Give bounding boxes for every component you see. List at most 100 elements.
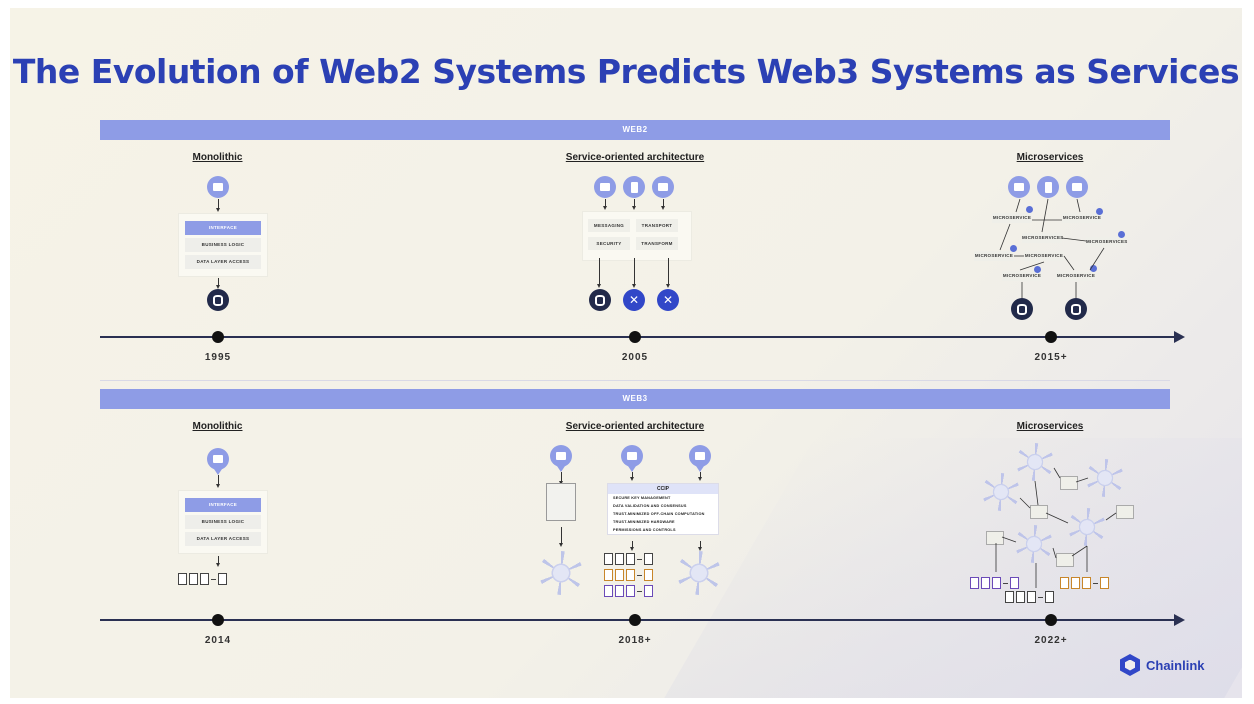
blockchain-blocks — [1060, 577, 1109, 589]
block — [1071, 577, 1080, 589]
block — [1082, 577, 1091, 589]
service-badge — [1010, 245, 1017, 252]
ccip-panel: CCIP SECURE KEY MANAGEMENT DATA VALIDATI… — [607, 483, 719, 535]
block-link — [1038, 596, 1043, 598]
block — [644, 585, 653, 597]
microservice-node: MICROSERVICE — [1002, 271, 1042, 281]
blockchain-blocks — [604, 585, 653, 597]
brand-name: Chainlink — [1146, 657, 1205, 673]
arrow-down — [603, 199, 607, 210]
web2-monolithic-title: Monolithic — [192, 152, 243, 163]
block — [992, 577, 1001, 589]
monitor-icon — [689, 445, 711, 472]
web2-soa-title: Service-oriented architecture — [565, 152, 705, 163]
monitor-icon — [550, 445, 572, 472]
tablet-icon — [652, 176, 674, 198]
block — [981, 577, 990, 589]
timeline-point — [629, 614, 641, 626]
block — [1045, 591, 1054, 603]
arrow-down — [597, 258, 601, 288]
layer-business-logic: BUSINESS LOGIC — [185, 238, 261, 252]
year-label: 2014 — [204, 635, 232, 646]
phone-icon — [1037, 176, 1059, 198]
blockchain-blocks — [970, 577, 1019, 589]
document-icon — [1030, 505, 1048, 519]
arrow-down — [216, 199, 220, 212]
arrow-down — [632, 258, 636, 288]
microservice-node: MICROSERVICE — [992, 213, 1032, 223]
database-icon — [1065, 298, 1087, 320]
ccip-item: SECURE KEY MANAGEMENT — [613, 496, 671, 500]
arrow-down — [559, 527, 563, 547]
slide-title: The Evolution of Web2 Systems Predicts W… — [12, 52, 1240, 91]
network-icon — [1086, 459, 1124, 497]
soa-transport: TRANSPORT — [636, 219, 678, 232]
arrow-down — [630, 541, 634, 551]
block — [644, 569, 653, 581]
document-icon — [986, 531, 1004, 545]
block — [1005, 591, 1014, 603]
block — [604, 585, 613, 597]
layer-data-access: DATA LAYER ACCESS — [185, 532, 261, 546]
section-divider — [100, 380, 1170, 381]
document-icon — [546, 483, 576, 521]
web3-monolithic-title: Monolithic — [192, 421, 243, 432]
arrow-down — [216, 278, 220, 289]
web2-microservices-title: Microservices — [1016, 152, 1084, 163]
network-icon — [982, 473, 1020, 511]
arrow-down — [632, 199, 636, 210]
microservice-connections — [999, 198, 1105, 298]
block — [1027, 591, 1036, 603]
block — [626, 585, 635, 597]
soa-security: SECURITY — [588, 237, 630, 250]
layer-interface: INTERFACE — [185, 498, 261, 512]
monitor-icon — [1008, 176, 1030, 198]
block — [970, 577, 979, 589]
service-badge — [1026, 206, 1033, 213]
service-badge — [1118, 231, 1125, 238]
microservice-node: MICROSERVICE — [1062, 213, 1102, 223]
microservice-node: MICROSERVICES — [1022, 233, 1063, 243]
database-icon — [589, 289, 611, 311]
database-icon — [1011, 298, 1033, 320]
year-label: 2005 — [621, 352, 649, 363]
layer-business-logic: BUSINESS LOGIC — [185, 515, 261, 529]
block — [200, 573, 209, 585]
ccip-item: DATA VALIDATION AND CONSENSUS — [613, 504, 687, 508]
year-label: 1995 — [204, 352, 232, 363]
ccip-item: TRUST-MINIMIZED HARDWARE — [613, 520, 675, 524]
block — [178, 573, 187, 585]
microservice-node: MICROSERVICE — [1056, 271, 1096, 281]
network-icon — [1016, 443, 1054, 481]
year-label: 2015+ — [1034, 352, 1068, 363]
phone-icon — [623, 176, 645, 198]
soa-messaging: MESSAGING — [588, 219, 630, 232]
blockchain-blocks — [1005, 591, 1054, 603]
block — [604, 569, 613, 581]
web2-monolith-stack: INTERFACE BUSINESS LOGIC DATA LAYER ACCE… — [178, 213, 268, 277]
slide: The Evolution of Web2 Systems Predicts W… — [10, 8, 1242, 698]
microservice-node: MICROSERVICE — [1024, 251, 1064, 261]
timeline-point — [1045, 331, 1057, 343]
timeline-point — [629, 331, 641, 343]
block — [644, 553, 653, 565]
block — [626, 569, 635, 581]
layer-data-access: DATA LAYER ACCESS — [185, 255, 261, 269]
chainlink-hexagon-icon — [1120, 654, 1140, 676]
tools-icon: ✕ — [657, 289, 679, 311]
service-badge — [1090, 265, 1097, 272]
block — [1016, 591, 1025, 603]
web3-microservices-title: Microservices — [1016, 421, 1084, 432]
timeline-point — [212, 331, 224, 343]
ccip-header: CCIP — [608, 484, 718, 494]
blockchain-blocks — [604, 553, 653, 565]
tablet-icon — [1066, 176, 1088, 198]
microservice-node: MICROSERVICE — [974, 251, 1014, 261]
layer-interface: INTERFACE — [185, 221, 261, 235]
block — [604, 553, 613, 565]
block — [1010, 577, 1019, 589]
network-icon — [1015, 525, 1053, 563]
timeline-point — [212, 614, 224, 626]
web3-soa-title: Service-oriented architecture — [565, 421, 705, 432]
monitor-icon — [594, 176, 616, 198]
